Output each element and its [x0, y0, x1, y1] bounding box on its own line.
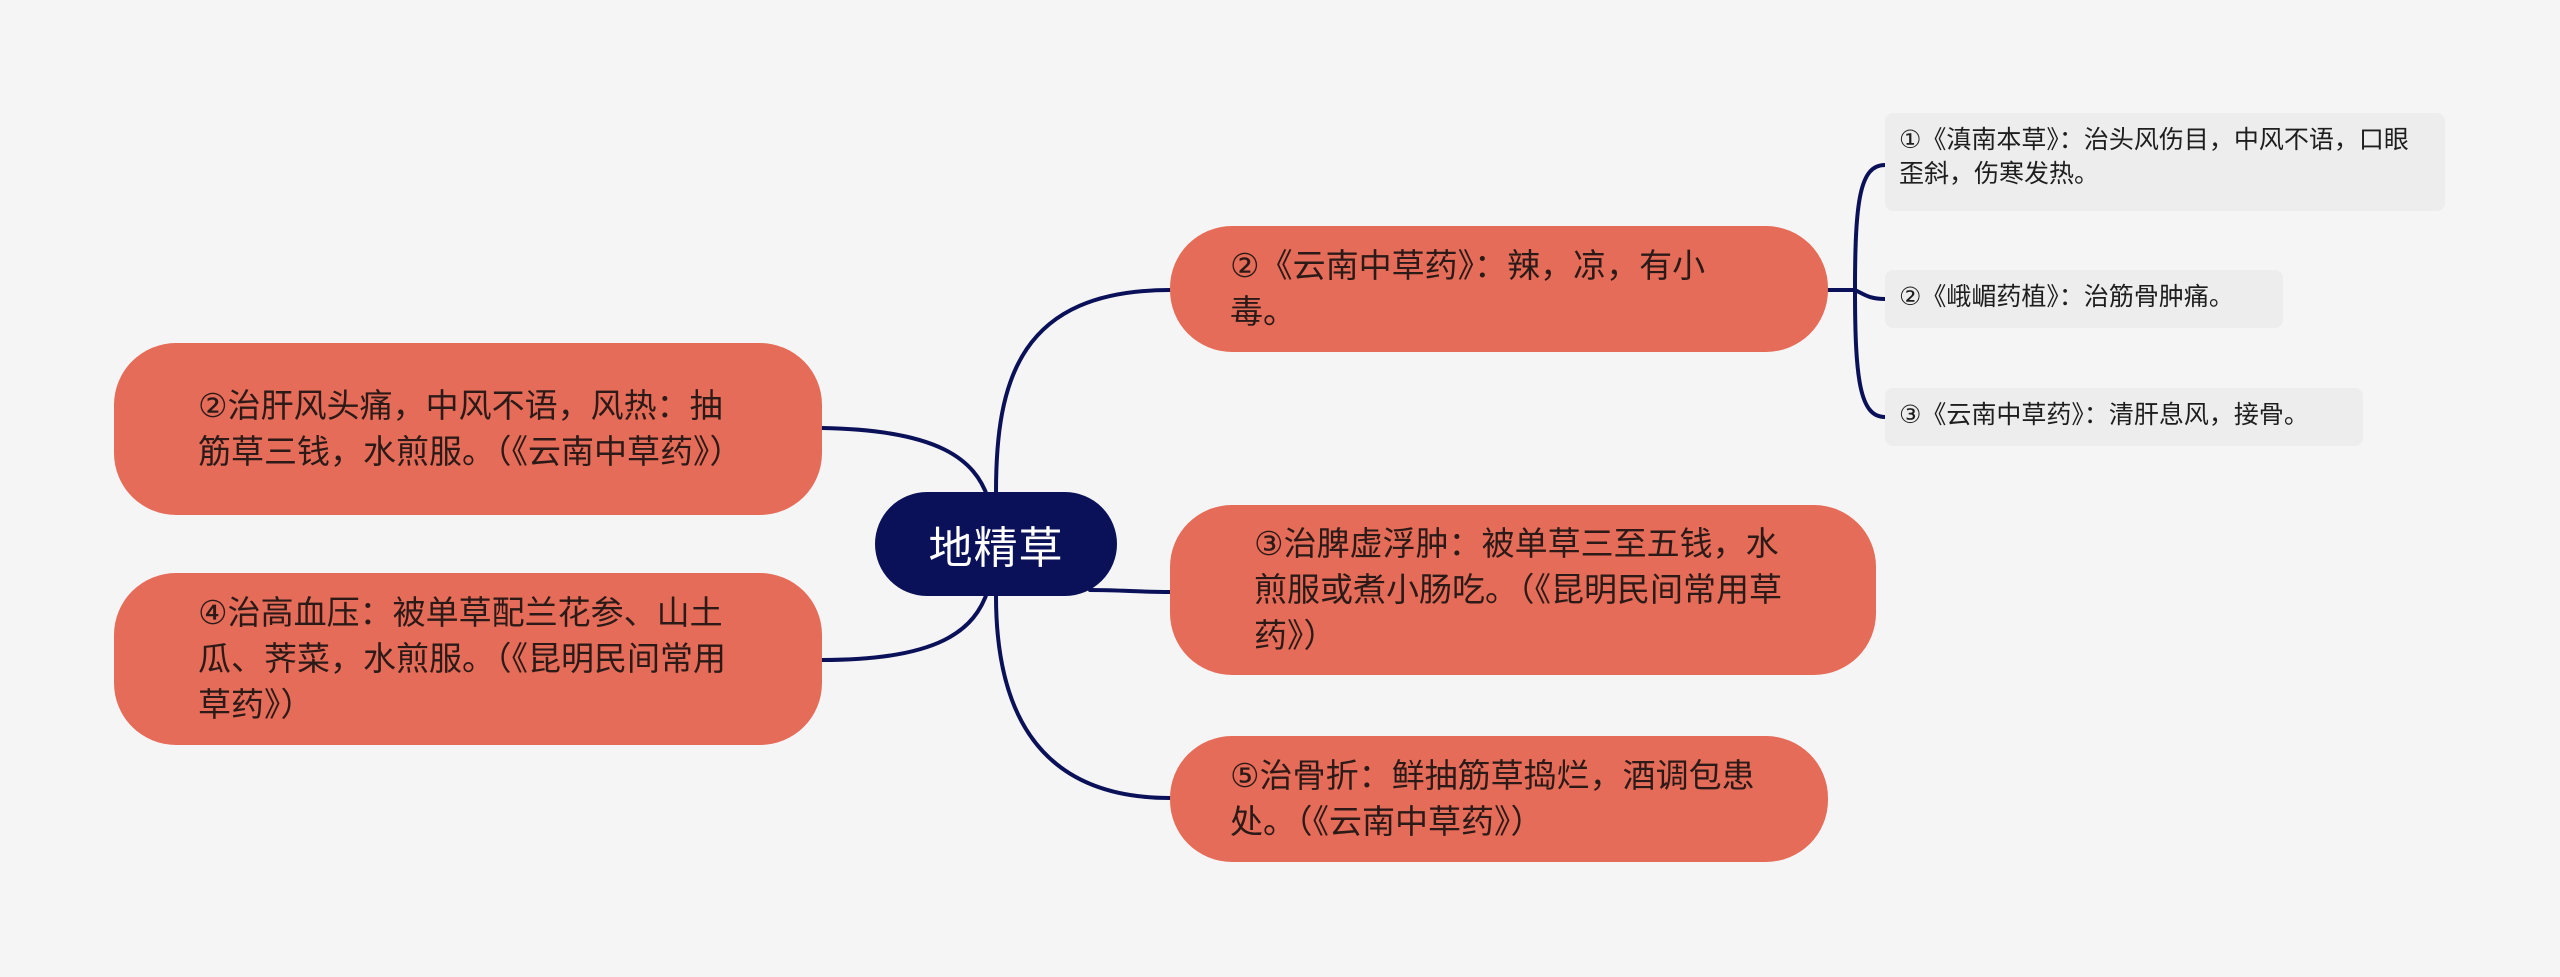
- branch-l1-text: ②治肝风头痛，中风不语，风热：抽筋草三钱，水煎服。（《云南中草药》）: [198, 386, 743, 471]
- branch-l1[interactable]: ②治肝风头痛，中风不语，风热：抽筋草三钱，水煎服。（《云南中草药》）: [114, 343, 822, 515]
- branch-r1-text: ②《云南中草药》：辣，凉，有小毒。: [1230, 246, 1706, 331]
- branch-r3[interactable]: ⑤治骨折：鲜抽筋草捣烂，酒调包患处。（《云南中草药》）: [1170, 736, 1828, 862]
- branch-l2[interactable]: ④治高血压：被单草配兰花参、山土瓜、荠菜，水煎服。（《昆明民间常用草药》）: [114, 573, 822, 745]
- connector-center-r3: [994, 594, 1172, 800]
- leaf-3[interactable]: ③《云南中草药》：清肝息风，接骨。: [1885, 388, 2363, 446]
- central-topic-label: 地精草: [928, 523, 1064, 574]
- central-topic[interactable]: 地精草: [875, 492, 1117, 596]
- connector-center-l2: [820, 588, 990, 662]
- leaf-2-text: ②《峨嵋药植》：治筋骨肿痛。: [1899, 282, 2234, 311]
- branch-r2-text: ③治脾虚浮肿：被单草三至五钱，水煎服或煮小肠吃。（《昆明民间常用草药》）: [1254, 524, 1782, 655]
- branch-r3-text: ⑤治骨折：鲜抽筋草捣烂，酒调包患处。（《云南中草药》）: [1230, 756, 1755, 841]
- branch-r2[interactable]: ③治脾虚浮肿：被单草三至五钱，水煎服或煮小肠吃。（《昆明民间常用草药》）: [1170, 505, 1876, 675]
- leaf-1-text: ①《滇南本草》：治头风伤目，中风不语，口眼歪斜，伤寒发热。: [1899, 125, 2409, 188]
- connector-leaf1: [1853, 163, 1887, 292]
- connector-center-l1: [820, 426, 990, 500]
- branch-l2-text: ④治高血压：被单草配兰花参、山土瓜、荠菜，水煎服。（《昆明民间常用草药》）: [198, 593, 726, 724]
- connector-center-r1: [994, 288, 1172, 494]
- connector-leaf2: [1853, 288, 1887, 301]
- connector-center-r2: [1088, 588, 1172, 594]
- connector-leaf3: [1853, 288, 1887, 419]
- branch-r1[interactable]: ②《云南中草药》：辣，凉，有小毒。: [1170, 226, 1828, 352]
- leaf-1[interactable]: ①《滇南本草》：治头风伤目，中风不语，口眼歪斜，伤寒发热。: [1885, 113, 2445, 211]
- leaf-3-text: ③《云南中草药》：清肝息风，接骨。: [1899, 400, 2309, 429]
- leaf-2[interactable]: ②《峨嵋药植》：治筋骨肿痛。: [1885, 270, 2283, 328]
